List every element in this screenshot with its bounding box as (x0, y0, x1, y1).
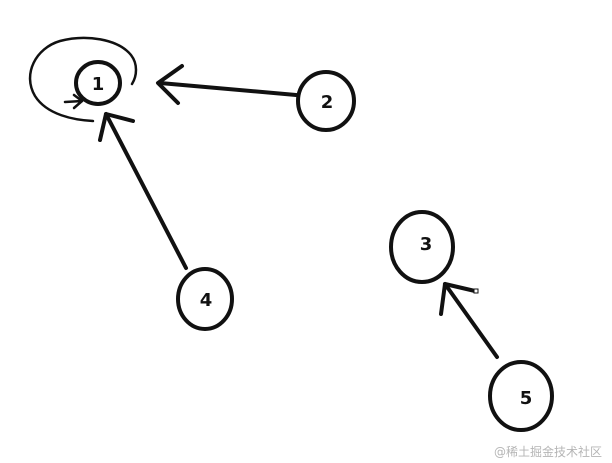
node-5: 5 (488, 360, 554, 432)
edge-4-to-1 (98, 112, 188, 270)
node-2-label: 2 (321, 92, 334, 113)
edge-2-to-1 (156, 64, 298, 105)
node-1: 1 (74, 60, 122, 106)
node-4: 4 (176, 267, 234, 331)
node-3-label: 3 (420, 234, 433, 255)
node-2: 2 (296, 70, 356, 132)
watermark-text: @稀土掘金技术社区 (494, 444, 602, 459)
edge-1-to-1-self-loop (28, 36, 138, 123)
node-3: 3 (389, 210, 455, 284)
node-5-label: 5 (520, 388, 533, 409)
edge-5-to-3 (439, 282, 499, 359)
node-4-label: 4 (200, 290, 213, 311)
node-1-label: 1 (92, 74, 105, 95)
